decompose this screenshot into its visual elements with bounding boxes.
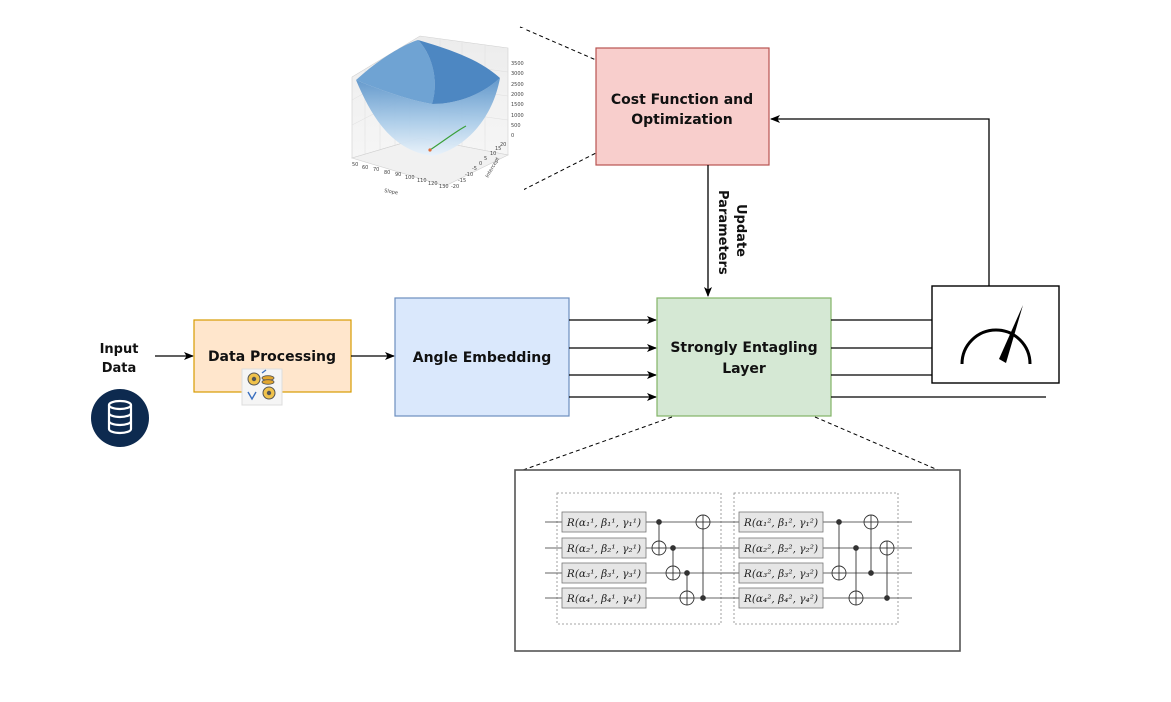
gate-layer2-qubit4: R(α₄², β₄², γ₄²) (743, 593, 818, 605)
gate-layer1-qubit3: R(α₃¹, β₃¹, γ₃¹) (566, 568, 641, 580)
strongly-entangling-layer-box[interactable] (656, 297, 832, 417)
z-tick-4: 1500 (511, 102, 524, 108)
circuit-detail-panel: R(α₁¹, β₁¹, γ₁¹) R(α₂¹, β₂¹, γ₂¹) R(α₃¹,… (514, 469, 961, 652)
circuit-layer-1-box (556, 492, 722, 625)
y-tick-8: -20 (451, 184, 459, 190)
x-tick-1: 60 (362, 165, 368, 171)
update-parameters-label-line1: Update (733, 204, 748, 257)
angle-embedding-label: Angle Embedding (413, 350, 552, 366)
y-tick-7: -15 (458, 178, 466, 184)
input-data-label-line1: Input (100, 342, 139, 357)
layer-2-rotation-gates: R(α₁², β₁², γ₁²) R(α₂², β₂², γ₂²) R(α₃²,… (738, 511, 824, 609)
x-axis-label: Slope (384, 188, 399, 196)
cost-function-box[interactable] (595, 47, 770, 166)
data-processing-label: Data Processing (208, 349, 336, 365)
y-tick-6: -10 (465, 172, 473, 178)
measurement-box[interactable] (931, 285, 1060, 384)
edge-measurement-to-cost (770, 115, 990, 286)
x-tick-5: 100 (405, 175, 415, 181)
z-tick-1: 3000 (511, 71, 524, 77)
x-tick-7: 120 (428, 181, 438, 187)
layer-1-cnot-gates (651, 514, 711, 606)
x-tick-6: 110 (417, 178, 427, 184)
z-tick-3: 2000 (511, 92, 524, 98)
y-tick-5: -5 (472, 166, 477, 172)
z-tick-2: 2500 (511, 82, 524, 88)
entangling-label-line2: Layer (722, 361, 766, 377)
qubit-wires-entangling-to-measurement (831, 319, 1046, 398)
y-tick-1: 15 (495, 146, 501, 152)
gate-layer2-qubit3: R(α₃², β₃², γ₃²) (743, 568, 818, 580)
y-tick-2: 10 (490, 151, 496, 157)
angle-embedding-box[interactable] (394, 297, 570, 417)
layer-2-cnot-gates (831, 514, 895, 606)
qubit-wires-embedding-to-entangling (569, 316, 657, 401)
x-tick-8: 130 (439, 184, 449, 190)
gate-layer2-qubit2: R(α₂², β₂², γ₂²) (743, 543, 818, 555)
zoom-connector-cost (519, 26, 597, 191)
gears-coins-icon (241, 368, 283, 406)
x-tick-3: 80 (384, 170, 390, 176)
update-parameters-label-line2: Parameters (715, 190, 730, 275)
gate-layer1-qubit1: R(α₁¹, β₁¹, γ₁¹) (566, 517, 641, 529)
gate-layer1-qubit2: R(α₂¹, β₂¹, γ₂¹) (566, 543, 641, 555)
x-tick-4: 90 (395, 172, 401, 178)
y-tick-4: 0 (479, 161, 482, 167)
cost-label-line2: Optimization (631, 112, 732, 128)
input-data-label-line2: Data (102, 361, 137, 376)
cost-label-line1: Cost Function and (611, 92, 753, 108)
x-tick-0: 50 (352, 162, 358, 168)
gauge-meter-icon (960, 305, 1032, 365)
entangling-label-line1: Strongly Entagling (670, 340, 817, 356)
x-tick-2: 70 (373, 167, 379, 173)
y-tick-3: 5 (484, 156, 487, 162)
z-tick-5: 1000 (511, 113, 524, 119)
zoom-connector-circuit (522, 416, 939, 471)
gate-layer1-qubit4: R(α₄¹, β₄¹, γ₄¹) (566, 593, 641, 605)
z-tick-6: 500 (511, 123, 521, 129)
database-icon (91, 389, 149, 447)
gate-layer2-qubit1: R(α₁², β₁², γ₁²) (743, 517, 818, 529)
z-tick-0: 3500 (511, 61, 524, 67)
y-tick-0: 20 (500, 142, 506, 148)
z-tick-7: 0 (511, 133, 514, 139)
cost-surface-plot: 3500 3000 2500 2000 1500 1000 500 0 50 6… (342, 28, 524, 200)
circuit-layer-2-box (733, 492, 899, 625)
layer-1-rotation-gates: R(α₁¹, β₁¹, γ₁¹) R(α₂¹, β₂¹, γ₂¹) R(α₃¹,… (561, 511, 647, 609)
